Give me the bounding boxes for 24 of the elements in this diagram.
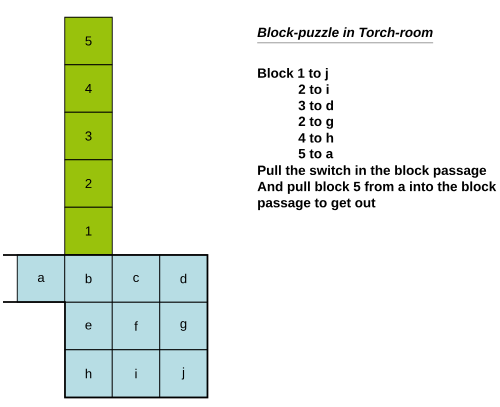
grid-cell: c: [112, 254, 160, 303]
grid-cell: a: [16, 254, 66, 303]
numbered-block: 5: [64, 16, 113, 66]
numbered-block: 3: [64, 112, 113, 160]
instruction-text: 2 to g: [298, 116, 334, 129]
grid-cell: j: [159, 349, 208, 398]
instruction-text: Block 1 to j: [258, 68, 328, 80]
numbered-block: 1: [64, 206, 113, 256]
numbered-block: 2: [64, 159, 113, 208]
title: Block-puzzle in Torch-room: [257, 27, 434, 44]
grid-cell: g: [159, 302, 208, 350]
instruction-text: And pull block 5 from a into the block passage to get out: [258, 181, 496, 210]
instruction-text: 2 to i: [298, 84, 329, 94]
grid-cell: f: [112, 302, 160, 350]
instruction-text: 3 to d: [298, 100, 334, 110]
instruction-text: 5 to a: [298, 149, 334, 158]
grid-cell: b: [64, 254, 113, 303]
instruction-text: 4 to h: [298, 132, 334, 143]
numbered-block: 4: [64, 64, 113, 113]
instruction-text: Pull the switch in the block passage: [258, 165, 486, 178]
grid-cell: h: [64, 349, 113, 398]
grid-cell: d: [159, 254, 208, 303]
grid-cell: e: [64, 302, 113, 350]
grid-cell: i: [112, 349, 160, 398]
